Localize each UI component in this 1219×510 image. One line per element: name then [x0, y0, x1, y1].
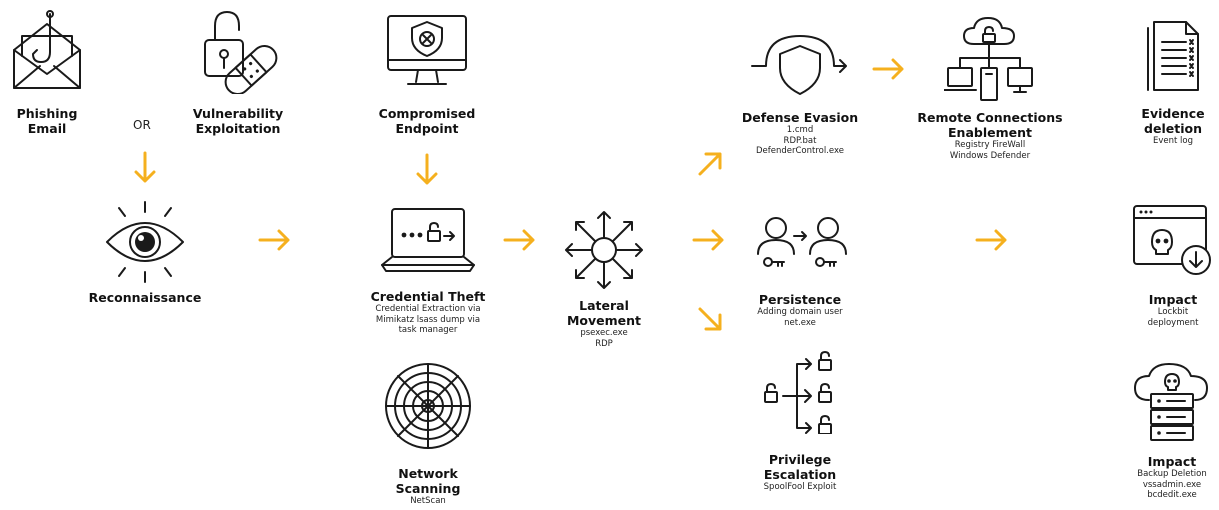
document-list-icon: [1147, 21, 1199, 91]
node-reconnaissance: Reconnaissance: [80, 200, 210, 305]
arrow-right-recon: [258, 229, 290, 251]
arrow-down-right-lateral: [698, 307, 722, 331]
node-compromised-endpoint: Compromised Endpoint: [366, 12, 488, 136]
arrow-right-defense: [872, 58, 904, 80]
cloud-network-icon: [944, 17, 1033, 101]
subtitle: 1.cmd RDP.bat DefenderControl.exe: [755, 125, 844, 156]
node-defense-evasion: Defense Evasion 1.cmd RDP.bat DefenderCo…: [732, 28, 868, 157]
subtitle: Credential Extraction via Mimikatz lsass…: [375, 304, 481, 335]
title: Vulnerability Exploitation: [192, 106, 284, 136]
subtitle: SpoolFool Exploit: [763, 482, 837, 492]
title: Impact: [1148, 292, 1198, 307]
unlocked-padlock-bandage-icon: [204, 11, 278, 94]
or-label: OR: [133, 118, 151, 132]
title: Privilege Escalation: [763, 452, 837, 482]
node-network-scanning: Network Scanning NetScan: [366, 360, 490, 507]
users-key-icon: [757, 217, 847, 267]
arrow-right-lateral: [692, 229, 724, 251]
node-impact-lockbit: Impact Lockbit deployment: [1128, 200, 1218, 328]
node-vulnerability-exploitation: Vulnerability Exploitation: [183, 6, 293, 136]
subtitle: Lockbit deployment: [1147, 307, 1199, 328]
title: Lateral Movement: [566, 298, 642, 328]
subtitle: Event log: [1152, 136, 1193, 146]
subtitle: NetScan: [410, 496, 446, 506]
arrow-right-cred: [503, 229, 535, 251]
node-evidence-deletion: Evidence deletion Event log: [1130, 18, 1216, 147]
laptop-password-icon: [381, 208, 475, 272]
subtitle: Backup Deletion vssadmin.exe bcdedit.exe: [1137, 469, 1207, 500]
title: Persistence: [758, 292, 842, 307]
node-remote-connections-enablement: Remote Connections Enablement Registry F…: [912, 12, 1068, 161]
arrow-right-persistence: [975, 229, 1007, 251]
title: Compromised Endpoint: [378, 106, 476, 136]
node-persistence: Persistence Adding domain user net.exe: [736, 214, 864, 328]
node-phishing-email: Phishing Email: [2, 8, 92, 136]
node-impact-backup-deletion: Impact Backup Deletion vssadmin.exe bcde…: [1126, 360, 1218, 501]
subtitle: Registry FireWall Windows Defender: [949, 140, 1031, 161]
title: Impact: [1147, 454, 1197, 469]
arrow-down-endpoint: [416, 153, 438, 185]
branching-locks-icon: [764, 351, 832, 434]
subtitle: psexec.exe RDP: [580, 328, 628, 349]
radiating-arrows-icon: [565, 211, 643, 289]
title: Remote Connections Enablement: [917, 110, 1063, 140]
cloud-server-skull-icon: [1134, 363, 1208, 441]
title: Evidence deletion: [1141, 106, 1205, 136]
eye-icon: [106, 201, 184, 283]
node-credential-theft: Credential Theft Credential Extraction v…: [360, 205, 496, 336]
title: Network Scanning: [395, 466, 461, 496]
browser-skull-icon: [1133, 205, 1211, 275]
title: Credential Theft: [370, 289, 486, 304]
shield-evasion-icon: [751, 35, 847, 95]
radar-icon: [385, 363, 471, 449]
arrow-up-right-lateral: [698, 152, 722, 176]
monitor-shield-icon: [387, 15, 467, 85]
subtitle: Adding domain user net.exe: [757, 307, 843, 328]
email-hook-icon: [13, 10, 81, 89]
node-privilege-escalation: Privilege Escalation SpoolFool Exploit: [740, 350, 860, 493]
arrow-down-phishing: [134, 151, 156, 183]
title: Reconnaissance: [88, 290, 202, 305]
title: Phishing Email: [16, 106, 78, 136]
node-lateral-movement: Lateral Movement psexec.exe RDP: [545, 208, 663, 349]
title: Defense Evasion: [741, 110, 859, 125]
